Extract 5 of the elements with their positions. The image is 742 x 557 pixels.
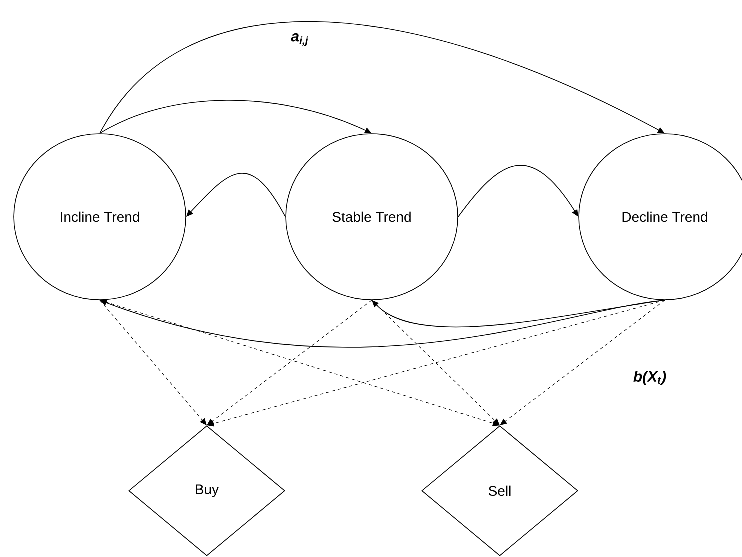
math-label: b(X$_{t}$) [634,371,666,385]
math-label: a$_{i,j}$ [291,34,308,46]
arrow [207,300,666,427]
arrow [100,300,500,426]
arrow [372,300,666,328]
